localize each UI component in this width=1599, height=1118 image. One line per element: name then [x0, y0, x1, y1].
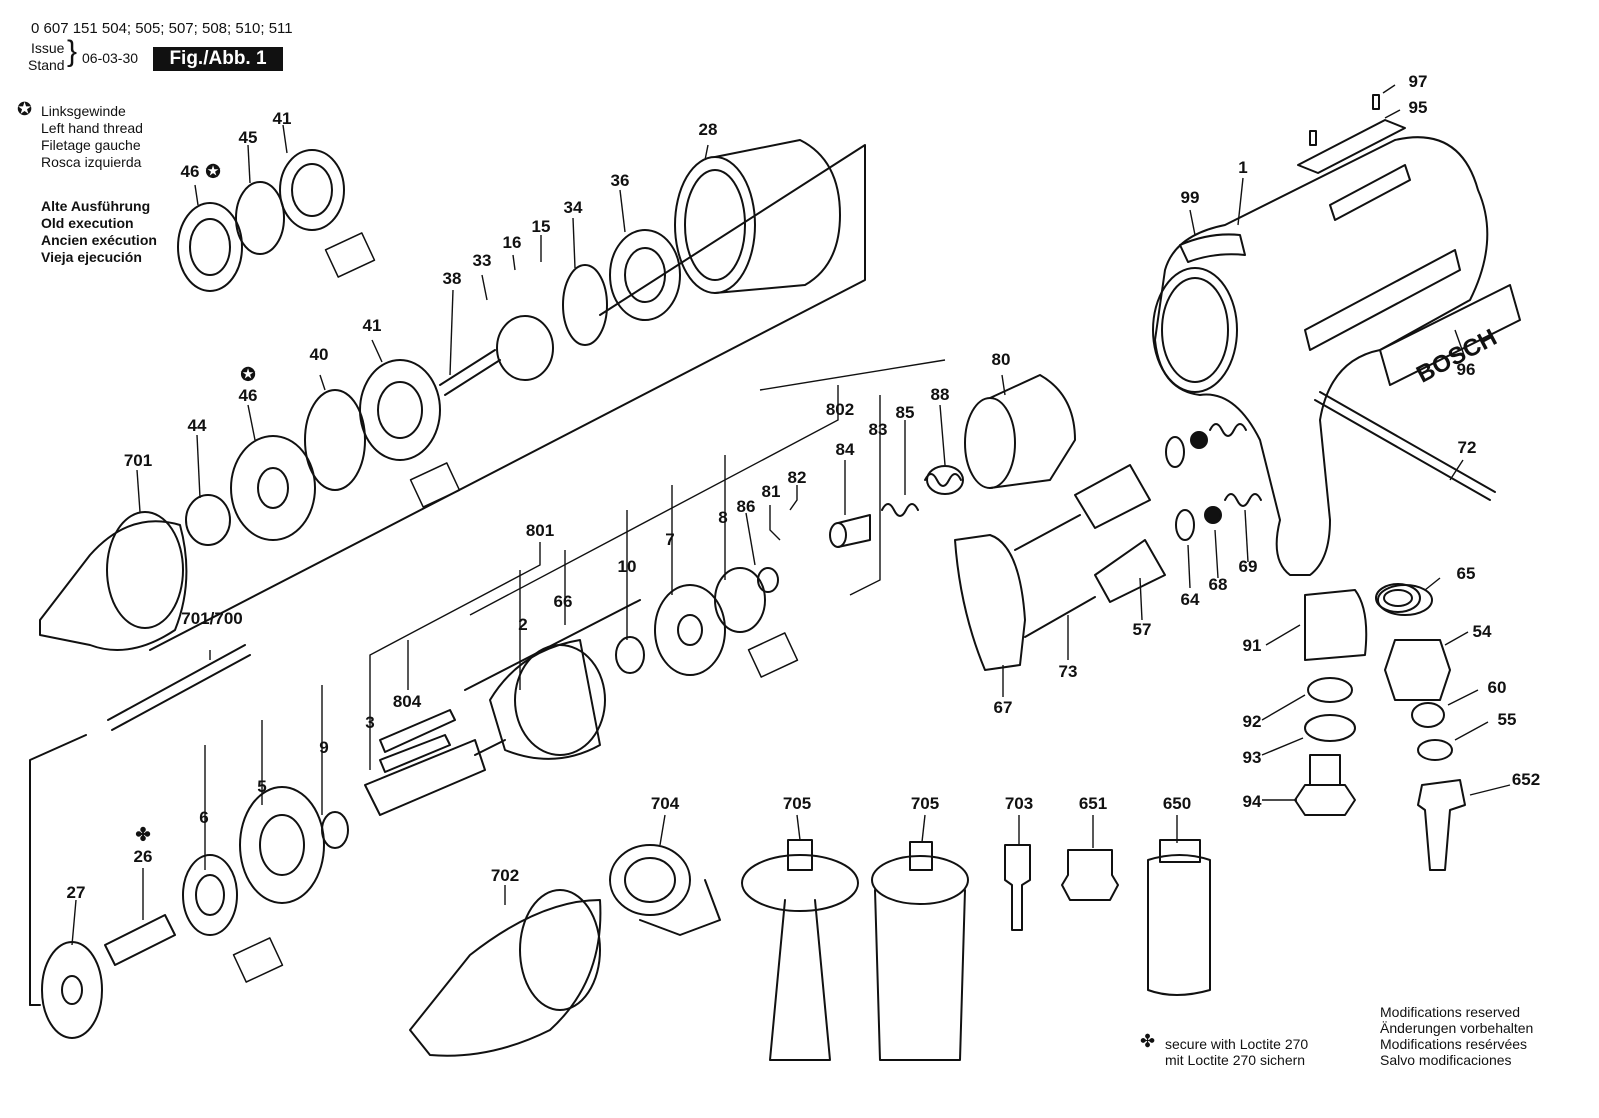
part-label-702: 702 — [490, 866, 520, 885]
part-label-46-top: 46 — [180, 162, 200, 181]
part-label-801: 801 — [525, 521, 555, 540]
issue-date: 06-03-30 — [82, 50, 139, 66]
part-label-44: 44 — [187, 416, 207, 435]
part-label-6: 6 — [199, 808, 209, 827]
part-label-41-top: 41 — [272, 109, 292, 128]
stand-label: Stand — [28, 57, 65, 73]
part-label-701-700: 701/700 — [181, 609, 243, 628]
part-label-28: 28 — [698, 120, 718, 139]
left-thread-star-icon-46: ✪ — [240, 364, 256, 385]
figure-label: Fig./Abb. 1 — [153, 47, 283, 71]
part-label-93: 93 — [1242, 748, 1262, 767]
legend-mod-de: Änderungen vorbehalten — [1380, 1020, 1534, 1036]
left-thread-star-icon: ✪ — [17, 99, 33, 119]
legend-left-thread-de: Linksgewinde — [41, 103, 126, 119]
part-label-96: 96 — [1456, 360, 1476, 379]
part-number-header: 0 607 151 504; 505; 507; 508; 510; 511 — [31, 20, 293, 37]
part-label-651: 651 — [1078, 794, 1108, 813]
part-label-92: 92 — [1242, 712, 1262, 731]
part-label-80: 80 — [991, 350, 1011, 369]
part-label-705-a: 705 — [782, 794, 812, 813]
legend-old-exec-de: Alte Ausführung — [41, 198, 151, 214]
legend-old-exec-fr: Ancien exécution — [41, 232, 157, 248]
part-label-705-b: 705 — [910, 794, 940, 813]
loctite-clover-icon: ✤ — [1140, 1031, 1156, 1051]
part-label-33: 33 — [472, 251, 492, 270]
part-label-802: 802 — [825, 400, 855, 419]
part-label-3: 3 — [365, 713, 375, 732]
part-label-10: 10 — [617, 557, 637, 576]
left-thread-star-icon-46-top: ✪ — [205, 161, 221, 182]
legend-loctite-en: secure with Loctite 270 — [1165, 1036, 1309, 1052]
part-label-81: 81 — [761, 482, 781, 501]
part-label-34: 34 — [563, 198, 583, 217]
part-label-45: 45 — [238, 128, 258, 147]
part-label-5: 5 — [257, 777, 267, 796]
legend-old-exec-en: Old execution — [41, 215, 134, 231]
part-label-15: 15 — [531, 217, 551, 236]
part-label-36: 36 — [610, 171, 630, 190]
part-label-38: 38 — [442, 269, 462, 288]
legend-mod-es: Salvo modificaciones — [1380, 1052, 1512, 1068]
legend-old-exec-es: Vieja ejecución — [41, 249, 142, 265]
part-label-652: 652 — [1511, 770, 1541, 789]
legend-mod-en: Modifications reserved — [1380, 1004, 1521, 1020]
brace: } — [67, 35, 78, 68]
part-label-54: 54 — [1472, 622, 1492, 641]
part-label-83: 83 — [868, 420, 888, 439]
part-label-9: 9 — [319, 738, 329, 757]
part-label-95: 95 — [1408, 98, 1428, 117]
part-label-27: 27 — [66, 883, 86, 902]
part-label-82: 82 — [787, 468, 807, 487]
part-label-57: 57 — [1132, 620, 1152, 639]
part-label-60: 60 — [1487, 678, 1507, 697]
part-label-86: 86 — [736, 497, 756, 516]
part-label-84: 84 — [835, 440, 855, 459]
part-label-16: 16 — [502, 233, 522, 252]
legend-left-thread-es: Rosca izquierda — [41, 154, 142, 170]
part-label-91: 91 — [1242, 636, 1262, 655]
part-label-73: 73 — [1058, 662, 1078, 681]
part-label-97: 97 — [1408, 72, 1428, 91]
issue-label: Issue — [31, 40, 65, 56]
part-label-88: 88 — [930, 385, 950, 404]
part-label-69: 69 — [1238, 557, 1258, 576]
part-label-41-mid: 41 — [362, 316, 382, 335]
part-label-650: 650 — [1162, 794, 1192, 813]
part-label-704: 704 — [650, 794, 680, 813]
part-label-55: 55 — [1497, 710, 1517, 729]
part-label-67: 67 — [993, 698, 1013, 717]
part-label-46-mid: 46 — [238, 386, 258, 405]
legend-left-thread-fr: Filetage gauche — [41, 137, 141, 153]
part-label-2: 2 — [518, 615, 528, 634]
part-label-85: 85 — [895, 403, 915, 422]
part-label-65: 65 — [1456, 564, 1476, 583]
part-label-8: 8 — [718, 508, 728, 527]
part-label-7: 7 — [665, 530, 675, 549]
part-label-703: 703 — [1004, 794, 1034, 813]
part-label-26: 26 — [133, 847, 153, 866]
part-label-72: 72 — [1457, 438, 1477, 457]
legend-mod-fr: Modifications resérvées — [1380, 1036, 1528, 1052]
part-label-68: 68 — [1208, 575, 1228, 594]
part-label-40: 40 — [309, 345, 329, 364]
part-label-804: 804 — [392, 692, 422, 711]
part-label-66: 66 — [553, 592, 573, 611]
legend-loctite-de: mit Loctite 270 sichern — [1165, 1052, 1306, 1068]
part-label-1: 1 — [1238, 158, 1248, 177]
part-label-701: 701 — [123, 451, 153, 470]
legend-left-thread-en: Left hand thread — [41, 120, 143, 136]
part-label-99: 99 — [1180, 188, 1200, 207]
loctite-clover-icon-26: ✤ — [135, 824, 151, 845]
part-label-64: 64 — [1180, 590, 1200, 609]
part-label-94: 94 — [1242, 792, 1262, 811]
